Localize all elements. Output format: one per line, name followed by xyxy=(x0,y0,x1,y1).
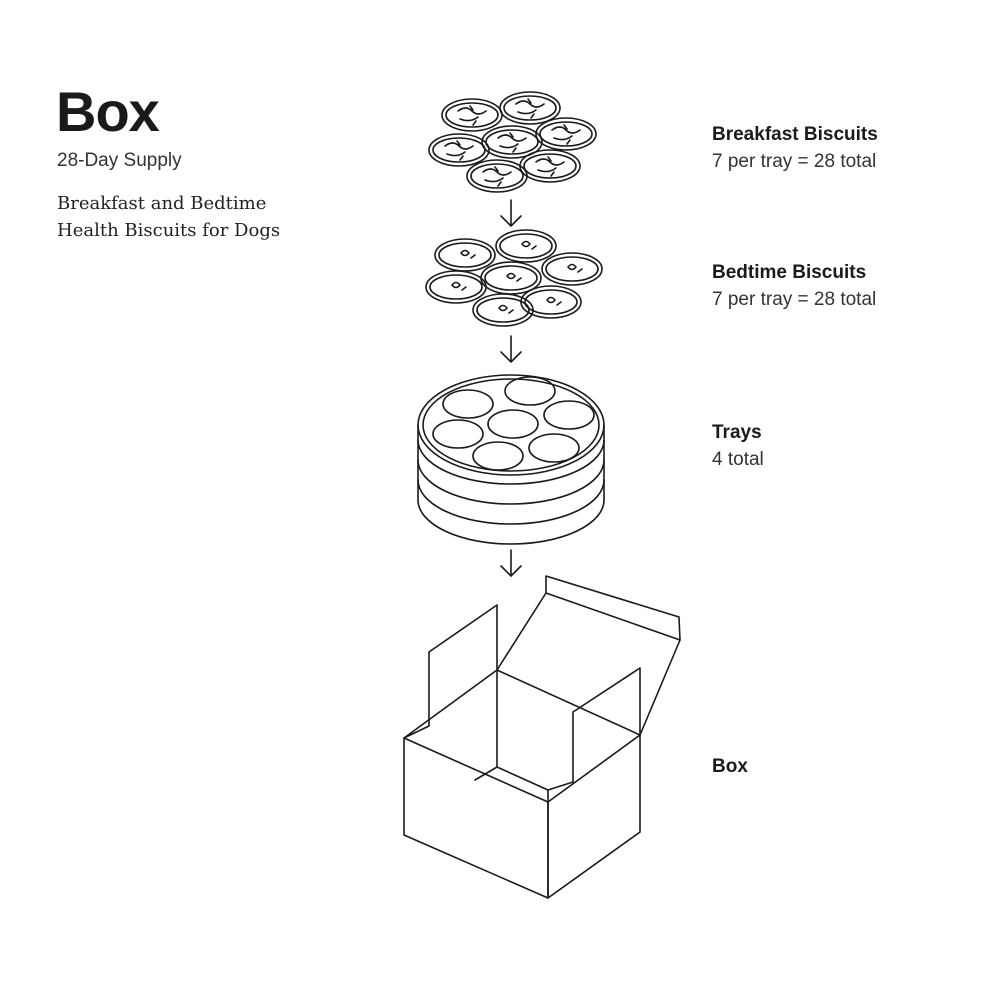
trays-illustration xyxy=(417,374,605,545)
breakfast-biscuits-illustration xyxy=(428,91,597,193)
bedtime-biscuit xyxy=(472,293,534,327)
box-opening xyxy=(403,669,641,739)
label-breakfast-biscuits-detail: 7 per tray = 28 total xyxy=(712,151,877,172)
arrow-down-icon xyxy=(500,549,522,577)
arrow-down-icon xyxy=(500,335,522,363)
tray-cup xyxy=(543,400,595,430)
tray-rim xyxy=(417,459,605,505)
label-box: Box xyxy=(712,753,748,780)
bedtime-biscuit xyxy=(434,238,496,272)
breakfast-biscuit xyxy=(428,133,490,167)
label-trays: Trays 4 total xyxy=(712,419,764,473)
tray-cup xyxy=(528,433,580,463)
tray-cup xyxy=(472,441,524,471)
tray-top xyxy=(417,374,605,476)
label-box-name: Box xyxy=(712,756,748,777)
tray-cup xyxy=(504,376,556,406)
tray-stack-side xyxy=(417,424,605,501)
label-breakfast-biscuits-name: Breakfast Biscuits xyxy=(712,124,878,145)
breakfast-biscuit xyxy=(441,98,503,132)
box-lid-tuck-flap xyxy=(545,575,681,641)
tagline-line-2: Health Biscuits for Dogs xyxy=(57,220,281,241)
page-title: Box xyxy=(56,80,160,143)
tray-top-inner xyxy=(422,378,600,472)
box-right-face xyxy=(547,734,641,899)
bedtime-biscuit xyxy=(541,252,603,286)
tagline: Breakfast and Bedtime Health Biscuits fo… xyxy=(57,190,357,244)
tray-rim xyxy=(417,479,605,525)
label-breakfast-biscuits: Breakfast Biscuits 7 per tray = 28 total xyxy=(712,121,878,175)
tray-rim xyxy=(417,439,605,485)
breakfast-biscuit xyxy=(519,149,581,183)
breakfast-biscuit xyxy=(535,117,597,151)
box-lid xyxy=(496,592,681,736)
box-right-flap xyxy=(572,667,641,783)
label-bedtime-biscuits-name: Bedtime Biscuits xyxy=(712,262,867,283)
arrow-down-icon xyxy=(500,199,522,227)
label-bedtime-biscuits: Bedtime Biscuits 7 per tray = 28 total xyxy=(712,259,876,313)
tray-cup xyxy=(432,419,484,449)
box-inner-corner xyxy=(474,669,498,781)
box-illustration xyxy=(403,575,681,899)
bedtime-biscuits-illustration xyxy=(425,229,603,327)
box-right-flap-edge xyxy=(547,781,574,803)
bedtime-biscuit xyxy=(425,270,487,304)
label-bedtime-biscuits-detail: 7 per tray = 28 total xyxy=(712,289,877,310)
tray-cup xyxy=(487,409,539,439)
breakfast-biscuit xyxy=(499,91,561,125)
box-front-face xyxy=(403,737,549,899)
box-inner-floor-edge xyxy=(496,766,549,791)
tagline-line-1: Breakfast and Bedtime xyxy=(57,193,267,214)
page-subtitle: 28-Day Supply xyxy=(57,150,182,171)
tray-bottom-rim xyxy=(417,499,605,545)
breakfast-biscuit xyxy=(466,159,528,193)
tray-cup xyxy=(442,389,494,419)
bedtime-biscuit xyxy=(495,229,557,263)
label-trays-name: Trays xyxy=(712,422,762,443)
box-left-flap xyxy=(403,604,498,739)
label-trays-detail: 4 total xyxy=(712,449,764,470)
